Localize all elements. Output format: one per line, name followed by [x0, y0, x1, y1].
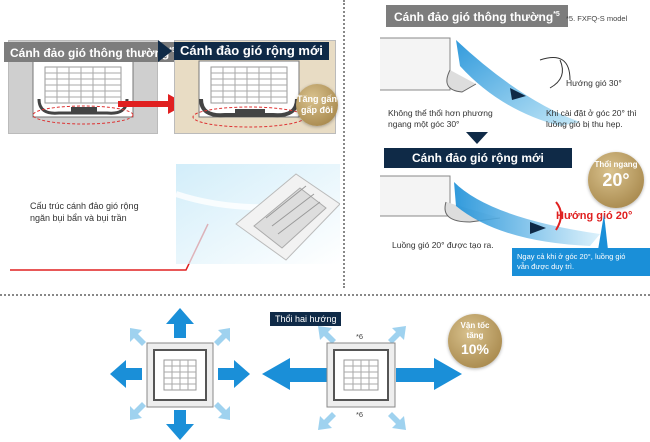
dust-resistant-text: Cấu trúc cánh đảo gió rộng ngăn bụi bẩn …: [30, 201, 139, 223]
maintained-callout: Ngay cả khi ở góc 20°, luồng gió vẫn đượ…: [512, 248, 650, 276]
airflow-30-label: Hướng gió 30°: [566, 78, 622, 88]
cannot-blow-text: Không thể thổi hơn phương ngang một góc …: [388, 108, 493, 129]
airflow-20-label: Hướng gió 20°: [556, 210, 633, 222]
note-top: *6: [356, 332, 364, 341]
wide-louver-header: Cánh đảo gió rộng mới: [174, 42, 329, 60]
flow-created-text: Luồng gió 20° được tạo ra.: [392, 240, 494, 250]
wide-airflow-diagram: [380, 175, 600, 246]
double-badge: Tăng gấn gấp đôi: [296, 84, 338, 126]
callout-pointer: [598, 214, 608, 250]
normal-cassette-illustration: [32, 60, 134, 125]
cassette-photo: [176, 164, 340, 264]
speed-badge: Vận tốc tăng 10%: [448, 314, 502, 368]
two-way-arrows-diagram: [262, 326, 462, 430]
normal-louver-header: Cánh đảo gió thông thường*5: [4, 42, 182, 62]
right-cassette-icon: [326, 342, 396, 408]
note-bottom: *6: [356, 410, 364, 419]
chevron-right-icon: [158, 40, 172, 62]
four-way-arrows-diagram: [110, 308, 250, 440]
left-cassette-icon: [146, 342, 214, 408]
down-triangle-icon: [466, 132, 488, 144]
two-way-tag: Thổi hai hướng: [270, 312, 342, 326]
normal-airflow-diagram: [380, 37, 580, 126]
horizontal-badge: Thổi ngang 20°: [588, 152, 644, 208]
wide-cassette-illustration: [192, 60, 306, 128]
model-note: *5. FXFQ-S model: [566, 14, 628, 23]
horizontal-separator: [0, 294, 650, 296]
narrow-flow-text: Khi cài đặt ở góc 20° thì luồng gió bị t…: [546, 108, 637, 129]
vertical-separator: [343, 0, 345, 288]
right-normal-header: Cánh đảo gió thông thường*5: [386, 5, 568, 27]
right-wide-header: Cánh đảo gió rộng mới: [384, 148, 572, 168]
